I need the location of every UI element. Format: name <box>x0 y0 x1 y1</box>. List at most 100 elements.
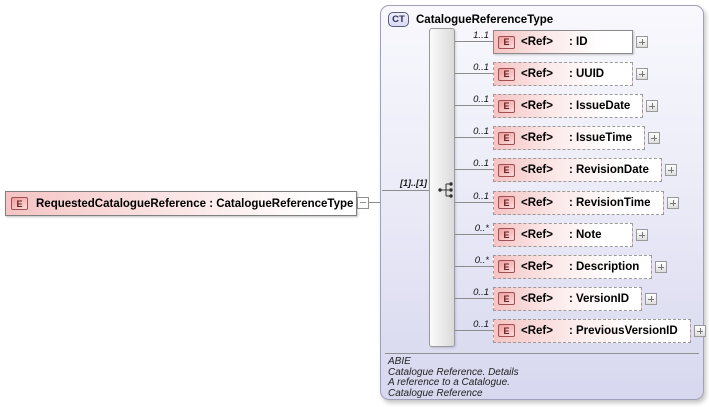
child-element[interactable]: E <Ref> : PreviousVersionID <box>493 318 691 343</box>
element-ref-label: <Ref> <box>521 132 553 145</box>
expand-icon[interactable] <box>636 36 648 48</box>
cardinality-label: 0..* <box>474 222 489 234</box>
complex-type-box: CT CatalogueReferenceType [1]..[1] 1..1 … <box>380 5 706 400</box>
expand-icon[interactable] <box>664 164 677 177</box>
connector-line <box>455 233 493 235</box>
element-icon: E <box>498 163 515 177</box>
child-element[interactable]: E <Ref> : VersionID <box>493 286 643 311</box>
expand-icon[interactable] <box>646 100 659 113</box>
child-elements-list: 1..1 E <Ref> : ID 0..1 E <Ref> : UUID 0.… <box>381 6 706 399</box>
element-name-label: : VersionID <box>568 292 630 305</box>
annotation-line: Catalogue Reference <box>388 387 483 399</box>
child-element[interactable]: E <Ref> : RevisionDate <box>493 158 662 183</box>
model-cardinality-label: [1]..[1] <box>400 178 427 188</box>
connector-line <box>369 202 380 203</box>
collapse-handle-icon[interactable] <box>357 197 369 209</box>
element-ref-label: <Ref> <box>521 324 553 337</box>
child-element-row: 0..1 E <Ref> : RevisionTime <box>455 190 679 215</box>
cardinality-label: 1..1 <box>473 30 489 41</box>
element-icon: E <box>498 260 515 274</box>
connector-line <box>455 169 493 171</box>
cardinality-label: 0..1 <box>473 158 489 170</box>
expand-icon[interactable] <box>666 196 679 209</box>
expand-icon[interactable] <box>648 132 661 145</box>
complex-type-header: CT CatalogueReferenceType <box>388 12 553 27</box>
connector-line <box>455 73 493 75</box>
element-name-label: : Description <box>568 260 640 273</box>
child-element-row: 0..1 E <Ref> : UUID <box>455 62 648 87</box>
expand-icon[interactable] <box>645 292 658 305</box>
element-name-label: : IssueTime <box>568 132 633 145</box>
cardinality-label: 0..1 <box>473 190 489 202</box>
sequence-icon <box>438 182 453 198</box>
element-name-label: : Note <box>568 228 602 241</box>
child-element[interactable]: E <Ref> : UUID <box>493 62 633 87</box>
cardinality-label: 0..1 <box>473 126 489 138</box>
connector-line <box>455 329 493 331</box>
element-name-label: : UUID <box>568 68 605 81</box>
child-element-row: 1..1 E <Ref> : ID <box>455 30 648 54</box>
cardinality-label: 0..* <box>474 254 489 266</box>
expand-icon[interactable] <box>636 228 648 241</box>
expand-icon[interactable] <box>655 260 668 273</box>
element-icon: E <box>498 67 515 81</box>
cardinality-label: 0..1 <box>473 286 489 298</box>
element-icon: E <box>498 196 515 209</box>
element-name-label: : ID <box>568 36 588 48</box>
child-element[interactable]: E <Ref> : ID <box>493 30 633 54</box>
complex-type-title: CatalogueReferenceType <box>416 13 554 26</box>
element-ref-label: <Ref> <box>521 292 553 305</box>
element-ref-label: <Ref> <box>521 164 553 177</box>
element-ref-label: <Ref> <box>521 260 553 273</box>
expand-icon[interactable] <box>636 68 648 81</box>
element-name-label: : IssueDate <box>568 100 631 113</box>
element-icon: E <box>498 99 515 113</box>
element-icon: E <box>498 324 515 338</box>
connector-line <box>455 105 493 107</box>
element-icon: E <box>498 228 515 242</box>
child-element-row: 0..1 E <Ref> : RevisionDate <box>455 158 677 183</box>
element-icon: E <box>498 35 515 49</box>
connector-line <box>455 265 493 267</box>
root-element[interactable]: E RequestedCatalogueReference : Catalogu… <box>5 191 357 216</box>
child-element-row: 0..1 E <Ref> : IssueDate <box>455 94 659 119</box>
element-ref-label: <Ref> <box>521 100 553 113</box>
annotation-line: A reference to a Catalogue. <box>388 377 510 388</box>
sequence-compositor-bar[interactable] <box>429 28 455 347</box>
child-element[interactable]: E <Ref> : RevisionTime <box>493 190 664 215</box>
cardinality-label: 0..1 <box>473 62 489 74</box>
connector-line <box>455 41 493 42</box>
connector-line <box>455 297 493 299</box>
connector-line <box>455 137 493 139</box>
child-element-row: 0..* E <Ref> : Note <box>455 222 648 247</box>
element-name-label: : RevisionDate <box>568 164 649 177</box>
element-ref-label: <Ref> <box>521 228 553 241</box>
element-icon: E <box>498 131 515 145</box>
expand-icon[interactable] <box>693 324 706 337</box>
child-element[interactable]: E <Ref> : IssueDate <box>493 94 644 119</box>
element-ref-label: <Ref> <box>521 36 553 48</box>
annotation-line: Catalogue Reference. Details <box>388 366 519 378</box>
root-element-label: RequestedCatalogueReference : CatalogueR… <box>36 197 354 210</box>
element-name-label: : RevisionTime <box>568 196 651 209</box>
child-element-row: 0..1 E <Ref> : VersionID <box>455 286 658 311</box>
type-annotation: ABIE Catalogue Reference. Details A refe… <box>388 356 519 399</box>
element-ref-label: <Ref> <box>521 196 553 209</box>
child-element-row: 0..1 E <Ref> : IssueTime <box>455 126 661 151</box>
child-element-row: 0..* E <Ref> : Description <box>455 254 668 279</box>
child-element[interactable]: E <Ref> : Note <box>493 222 633 247</box>
annotation-divider <box>385 353 699 354</box>
cardinality-label: 0..1 <box>473 318 489 330</box>
child-element[interactable]: E <Ref> : IssueTime <box>493 126 646 151</box>
element-icon: E <box>11 197 28 210</box>
annotation-line: ABIE <box>388 356 411 367</box>
cardinality-label: 0..1 <box>473 94 489 106</box>
child-element-row: 0..1 E <Ref> : PreviousVersionID <box>455 318 706 343</box>
connector-line <box>455 201 493 203</box>
complex-type-icon: CT <box>388 12 409 27</box>
element-name-label: : PreviousVersionID <box>568 324 678 337</box>
child-element[interactable]: E <Ref> : Description <box>493 254 653 279</box>
element-icon: E <box>498 292 515 306</box>
element-ref-label: <Ref> <box>521 68 553 81</box>
connector-line <box>382 190 429 191</box>
